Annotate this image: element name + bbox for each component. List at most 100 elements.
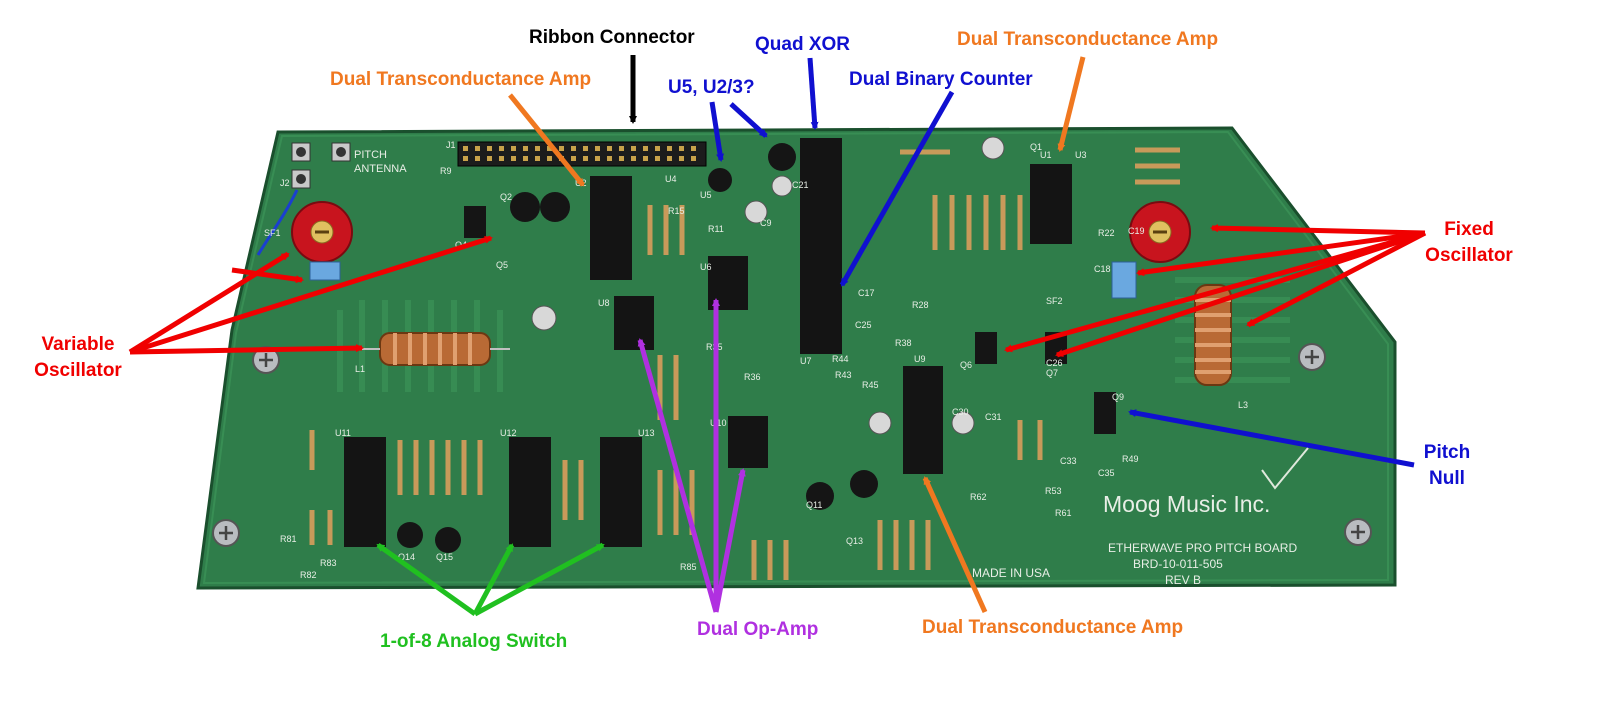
- label-u5-u23: U5, U2/3?: [668, 77, 755, 98]
- mounting-screw-icon: [212, 519, 240, 547]
- board-title-3: REV B: [1165, 573, 1201, 587]
- silkscreen-designator: R45: [862, 380, 879, 390]
- label-variable-oscillator-line1: Variable: [41, 334, 115, 355]
- silkscreen-designator: U4: [665, 174, 677, 184]
- silkscreen-designator: R82: [300, 570, 317, 580]
- silkscreen-designator: R11: [708, 224, 724, 234]
- silkscreen-designator: R62: [970, 492, 987, 502]
- mounting-screw-icon: [252, 346, 280, 374]
- label-fixed-oscillator-line1: Fixed: [1444, 219, 1494, 240]
- silkscreen-designator: C9: [760, 218, 772, 228]
- board-markings: PITCH ANTENNA Moog Music Inc. ETHERWAVE …: [264, 140, 1309, 587]
- silkscreen-designator: Q5: [496, 260, 508, 270]
- antenna-label-2: ANTENNA: [354, 163, 407, 175]
- silkscreen-designator: C25: [855, 320, 872, 330]
- silkscreen-designator: Q2: [500, 192, 512, 202]
- silkscreen-designator: R53: [1045, 486, 1062, 496]
- silkscreen-designator: U12: [500, 428, 517, 438]
- board-title-2: BRD-10-011-505: [1133, 557, 1223, 571]
- silkscreen-designator: L3: [1238, 400, 1248, 410]
- silkscreen-designator: U3: [1075, 150, 1087, 160]
- silkscreen-designator: C18: [1094, 264, 1111, 274]
- silkscreen-designator: Q15: [436, 552, 453, 562]
- ic-u3-dual-ota: [1030, 164, 1072, 244]
- ic-u8-op-amp: [614, 296, 654, 350]
- fixed-oscillator-trimmer: [1111, 201, 1191, 299]
- pcb-board: [196, 126, 1397, 590]
- silkscreen-designator: C33: [1060, 456, 1077, 466]
- ribbon-header-j1: [457, 141, 707, 167]
- silkscreen-designator: U13: [638, 428, 655, 438]
- silkscreen-designator: Q6: [960, 360, 972, 370]
- silkscreen-designator: Q9: [1112, 392, 1124, 402]
- silkscreen-designator: C35: [1098, 468, 1115, 478]
- label-pitch-null-line1: Pitch: [1423, 442, 1471, 463]
- antenna-label-1: PITCH: [354, 149, 387, 161]
- blue-arrows: [709, 57, 1415, 468]
- silkscreen-designator: U8: [598, 298, 610, 308]
- label-quad-xor: Quad XOR: [755, 34, 851, 55]
- mounting-screw-icon: [1298, 343, 1326, 371]
- ic-u13-analog-switch: [600, 437, 642, 547]
- ic-u12-analog-switch: [509, 437, 551, 547]
- silkscreen-designator: C26: [1046, 358, 1063, 368]
- silkscreen-designator: Q14: [398, 552, 415, 562]
- variable-oscillator-trimmer: [291, 201, 353, 281]
- silkscreen-designator: R83: [320, 558, 337, 568]
- silkscreen-designator: C21: [792, 180, 809, 190]
- check-mark-icon: [1261, 447, 1309, 490]
- silkscreen-designator: Q1: [1030, 142, 1042, 152]
- label-dual-ota-top-left: Dual Transconductance Amp: [330, 69, 592, 90]
- red-arrows: [128, 224, 1427, 358]
- silkscreen-designator: U11: [335, 428, 351, 438]
- label-ribbon-connector: Ribbon Connector: [529, 27, 695, 48]
- silkscreen-designator: C31: [985, 412, 1002, 422]
- ic-u10-op-amp: [728, 416, 768, 468]
- silkscreen-designator: L1: [355, 364, 365, 374]
- silkscreen-designator: Q7: [1046, 368, 1058, 378]
- silkscreen-designator: C17: [858, 288, 875, 298]
- silkscreen-designator: U7: [800, 356, 812, 366]
- silkscreen-designator: C30: [952, 407, 969, 417]
- ribbon-header-pins: [463, 146, 696, 161]
- silkscreen-designator: R28: [912, 300, 929, 310]
- silkscreen-designator: R85: [680, 562, 697, 572]
- silkscreen-designator: J1: [446, 140, 456, 150]
- label-variable-oscillator-line2: Oscillator: [34, 360, 122, 381]
- ic-u2-dual-ota: [590, 176, 632, 280]
- resistor-rows: [309, 147, 1180, 580]
- label-pitch-null-line2: Null: [1429, 468, 1465, 489]
- maker-name: Moog Music Inc.: [1103, 491, 1270, 517]
- mounting-screw-icon: [1344, 518, 1372, 546]
- ic-u9-dual-ota: [903, 366, 943, 474]
- transistors: [397, 143, 1116, 553]
- ic-u4-quad-xor: [800, 138, 842, 250]
- silkscreen-designator: C19: [1128, 226, 1145, 236]
- green-arrows: [376, 542, 605, 617]
- silkscreen-designator: J2: [280, 178, 290, 188]
- silkscreen-designator: U9: [914, 354, 926, 364]
- silkscreen-designator: R43: [835, 370, 852, 380]
- orange-arrows: [508, 56, 1086, 614]
- label-dual-op-amp: Dual Op-Amp: [697, 619, 819, 640]
- label-dual-binary-counter: Dual Binary Counter: [849, 69, 1033, 90]
- silkscreen-designator: Q11: [806, 500, 822, 510]
- ic-u11-analog-switch: [344, 437, 386, 547]
- silkscreen-designator: R36: [744, 372, 761, 382]
- inductor-l3: [1175, 277, 1290, 386]
- silkscreen-designator: R38: [895, 338, 912, 348]
- silkscreen-designator: U1: [1040, 150, 1052, 160]
- silkscreen-designator: R81: [280, 534, 297, 544]
- antenna-terminals: [256, 142, 351, 256]
- electrolytic-capacitors: [531, 136, 1005, 435]
- silkscreen-designator: U5: [700, 190, 712, 200]
- silkscreen-designator: U6: [700, 262, 712, 272]
- ic-u7-dual-binary-counter: [800, 248, 842, 354]
- label-dual-ota-top-right: Dual Transconductance Amp: [957, 29, 1219, 50]
- silkscreen-designator: R44: [832, 354, 849, 364]
- silkscreen-designator: SF2: [1046, 296, 1063, 306]
- label-fixed-oscillator-line2: Oscillator: [1425, 245, 1513, 266]
- silkscreen-designator: R22: [1098, 228, 1115, 238]
- inductor-l1: [337, 300, 510, 392]
